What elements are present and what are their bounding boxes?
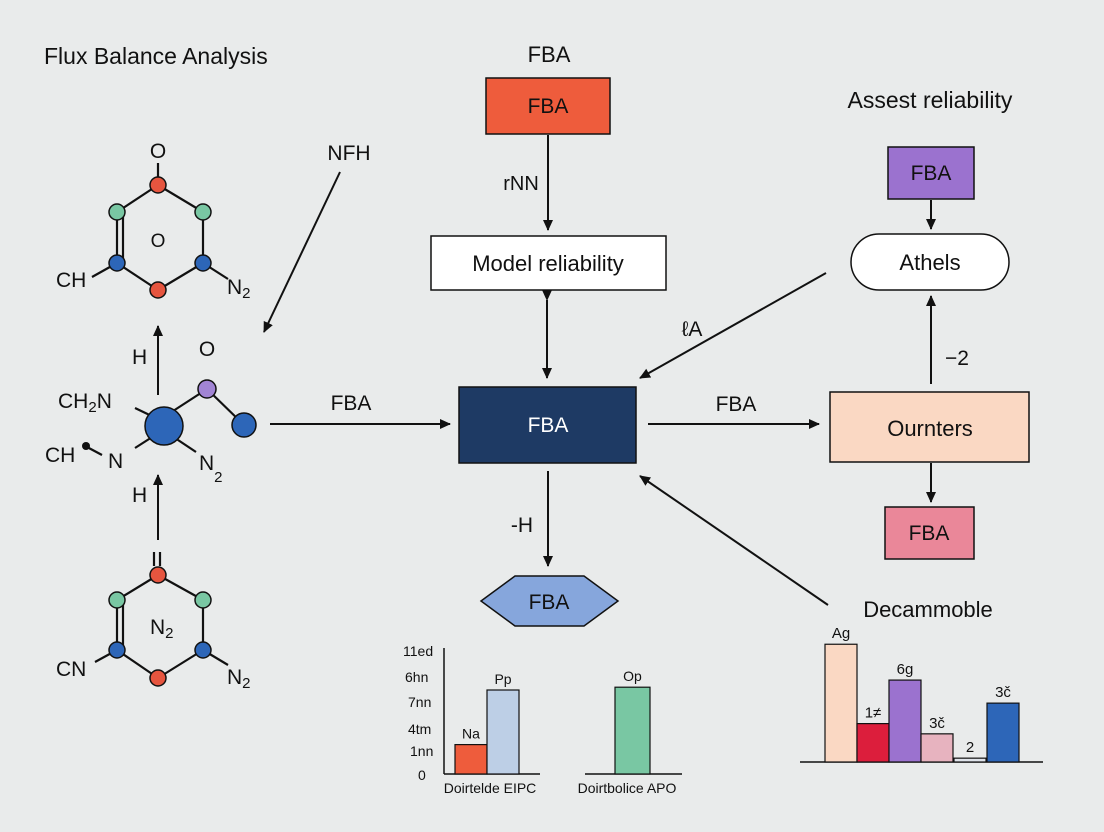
atom-label: O bbox=[199, 338, 215, 361]
hexagon-fba[interactable] bbox=[479, 575, 620, 627]
chart-bar bbox=[486, 689, 520, 775]
center-fba-label: FBA bbox=[528, 414, 569, 437]
atom-label: O bbox=[150, 140, 166, 163]
y-tick-label: 11ed bbox=[403, 643, 433, 659]
bar-data-label: 3č bbox=[929, 715, 945, 732]
nfh-label: NFH bbox=[327, 142, 370, 165]
bar-data-label: 2 bbox=[966, 739, 974, 756]
atom-node bbox=[108, 591, 126, 609]
chart-bar bbox=[454, 743, 488, 775]
x-axis-label: Doirtbolice APO bbox=[578, 780, 677, 796]
center-fba-box[interactable] bbox=[458, 386, 637, 464]
atom-label: CH bbox=[56, 269, 86, 292]
arrow-nfh bbox=[263, 171, 341, 333]
atom-node-large bbox=[144, 406, 184, 446]
atom-dot bbox=[82, 442, 90, 450]
arrow-diagonal bbox=[639, 272, 827, 379]
atom-label: N2 bbox=[199, 452, 223, 486]
bar-data-label: 3č bbox=[995, 684, 1011, 701]
atom-label: CN bbox=[56, 658, 86, 681]
atom-label: CH bbox=[45, 444, 75, 467]
arrow-label: -H bbox=[511, 514, 533, 537]
pink-fba-box[interactable] bbox=[884, 506, 975, 560]
arrow-label: FBA bbox=[331, 392, 372, 415]
arrow-label: rNN bbox=[503, 173, 539, 195]
atom-label: N2 bbox=[227, 276, 251, 302]
mini-bar-chart-2: Doirtbolice APO Op bbox=[578, 668, 682, 796]
purple-fba-label: FBA bbox=[911, 162, 952, 185]
chart-bar bbox=[953, 757, 987, 763]
atom-label: N bbox=[108, 450, 123, 473]
atom-node bbox=[197, 379, 217, 399]
atom-node bbox=[149, 669, 167, 687]
atom-label: CH2N bbox=[58, 390, 112, 416]
mini-bar-chart-1: 11ed 6hn 7nn 4tm 1nn 0 Doirtelde EIPC Na… bbox=[403, 643, 540, 796]
atom-node bbox=[231, 412, 257, 438]
atom-node bbox=[194, 203, 212, 221]
diagram-title: Flux Balance Analysis bbox=[44, 43, 268, 69]
atom-node bbox=[108, 203, 126, 221]
bar-data-label: Ag bbox=[832, 625, 850, 642]
ournters-box[interactable] bbox=[829, 391, 1030, 463]
atom-label: H bbox=[132, 346, 147, 369]
athels-pill[interactable] bbox=[850, 233, 1010, 291]
atom-node bbox=[194, 254, 212, 272]
purple-fba-box[interactable] bbox=[887, 146, 975, 200]
chart-bar bbox=[824, 643, 858, 763]
chart-bar bbox=[888, 679, 922, 763]
model-reliability-box[interactable] bbox=[430, 235, 667, 291]
atom-node bbox=[149, 176, 167, 194]
arrow-label: ℓA bbox=[682, 318, 703, 341]
right-title: Assest reliability bbox=[848, 87, 1013, 113]
atom-node bbox=[108, 254, 126, 272]
top-fba-box-label: FBA bbox=[528, 95, 569, 118]
y-tick-label: 0 bbox=[418, 767, 426, 783]
atom-label: O bbox=[151, 231, 166, 252]
y-tick-label: 1nn bbox=[410, 743, 433, 759]
top-fba-box[interactable] bbox=[485, 77, 611, 135]
decammoble-label: Decammoble bbox=[863, 597, 993, 622]
athels-label: Athels bbox=[899, 250, 960, 275]
x-axis-label: Doirtelde EIPC bbox=[444, 780, 537, 796]
pink-fba-label: FBA bbox=[909, 522, 950, 545]
arrow-diagonal bbox=[639, 475, 829, 606]
hexagon-fba-label: FBA bbox=[529, 591, 570, 614]
bar-data-label: Op bbox=[623, 668, 642, 684]
bar-data-label: 6g bbox=[897, 661, 914, 678]
atom-node bbox=[108, 641, 126, 659]
chart-bar bbox=[986, 702, 1020, 763]
atom-node bbox=[149, 281, 167, 299]
y-tick-label: 7nn bbox=[408, 694, 431, 710]
atom-node bbox=[149, 566, 167, 584]
arrow-label: −2 bbox=[945, 347, 969, 370]
chart-bar bbox=[856, 722, 890, 763]
chart-bar bbox=[614, 686, 651, 775]
model-reliability-label: Model reliability bbox=[472, 251, 624, 276]
y-tick-label: 4tm bbox=[408, 721, 431, 737]
bar-data-label: 1≠ bbox=[865, 705, 882, 722]
y-tick-label: 6hn bbox=[405, 669, 428, 685]
bar-data-label: Pp bbox=[494, 671, 511, 687]
atom-label: N2 bbox=[227, 666, 251, 692]
chart-bar bbox=[920, 733, 954, 763]
center-top-label: FBA bbox=[528, 42, 571, 67]
arrow-label: FBA bbox=[716, 393, 757, 416]
atom-label: H bbox=[132, 484, 147, 507]
mini-bar-chart-3: Ag 1≠ 6g 3č 2 3č bbox=[800, 625, 1043, 763]
bar-data-label: Na bbox=[462, 726, 480, 742]
ournters-label: Ournters bbox=[887, 416, 973, 441]
atom-node bbox=[194, 641, 212, 659]
atom-node bbox=[194, 591, 212, 609]
atom-label: N2 bbox=[150, 616, 174, 642]
